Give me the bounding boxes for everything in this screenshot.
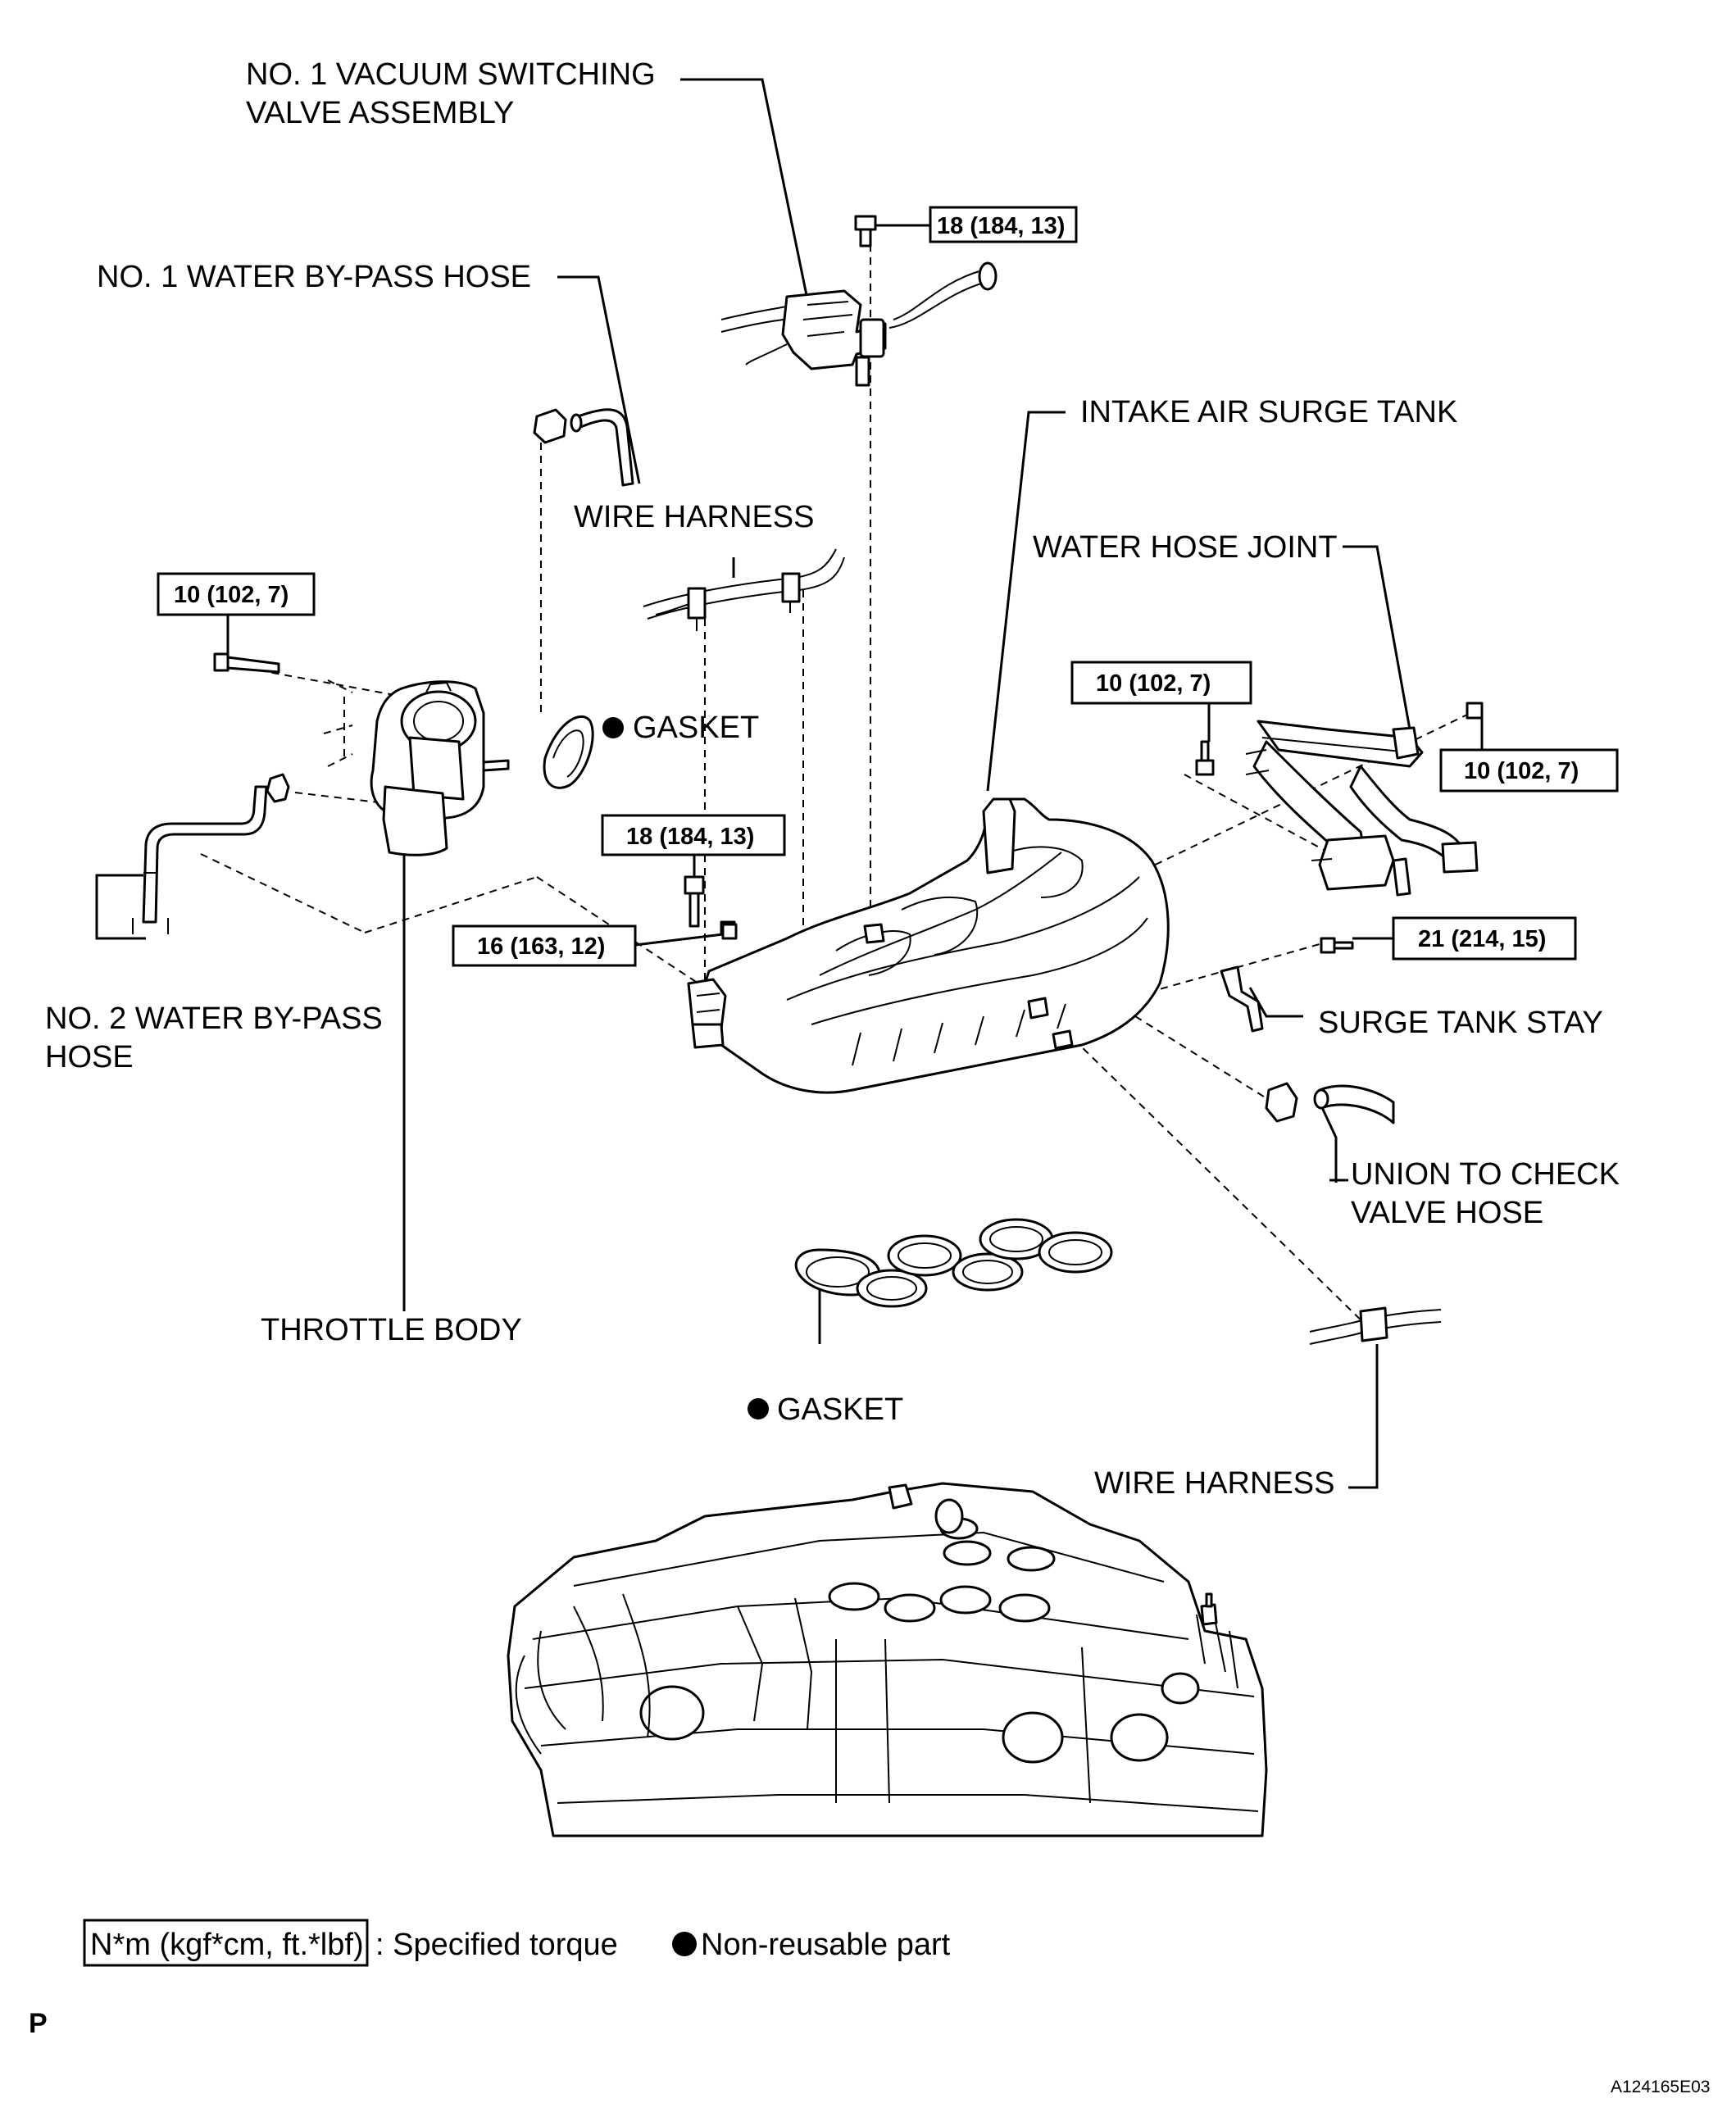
torque-box-joint-right [1439,748,1619,793]
surge-tank-stay [1220,937,1354,1033]
engine-locator-view [507,1482,1268,1837]
label-union-line1: UNION TO CHECK [1351,1157,1620,1192]
label-surge-tank-stay: SURGE TANK STAY [1318,1006,1603,1040]
union-to-check-valve-hose [1265,1082,1395,1124]
label-wire-harness-top: WIRE HARNESS [574,500,814,534]
intake-air-surge-tank [687,797,1170,1094]
label-water-bypass-hose-no2-line2: HOSE [45,1040,134,1074]
torque-box-surge-nut [452,924,637,967]
legend-nonreusable-dot [672,1932,697,1956]
surge-tank-fasteners [684,875,738,940]
torque-joint-bolt-left: 10 (102, 7) [1096,670,1211,697]
throttle-body [213,652,510,856]
label-union-line2: VALVE HOSE [1351,1196,1543,1230]
label-intake-air-surge-tank: INTAKE AIR SURGE TANK [1080,395,1457,429]
label-gasket-throttle: GASKET [633,711,759,745]
label-gasket-manifold: GASKET [777,1392,903,1427]
legend-nonreusable: Non-reusable part [701,1928,951,1962]
label-vsv-line1: NO. 1 VACUUM SWITCHING [246,57,656,92]
callout-labels: NO. 1 VACUUM SWITCHING VALVE ASSEMBLY NO… [45,57,1620,1501]
corner-letter: P [29,2008,48,2039]
label-water-bypass-hose-no1: NO. 1 WATER BY-PASS HOSE [97,260,531,294]
legend-torque-box [83,1919,369,1967]
torque-vsv-bolt: 18 (184, 13) [937,213,1065,239]
legend: N*m (kgf*cm, ft.*lbf) : Specified torque… [83,1919,951,1967]
torque-stay-bolt: 21 (214, 15) [1418,926,1546,952]
wire-harness-bottom [1309,1306,1442,1345]
label-throttle-body: THROTTLE BODY [261,1313,522,1347]
torque-callouts: 18 (184, 13) 10 (102, 7) 10 (102, 7) 10 … [157,206,1619,967]
torque-box-stay [1392,916,1577,961]
vacuum-switching-valve-assembly [720,215,998,387]
wire-harness-top [643,548,845,631]
torque-box-joint-left [1070,661,1252,705]
torque-surge-nut: 16 (163, 12) [477,933,605,960]
water-bypass-hose-no2 [132,773,290,934]
water-bypass-hose-no1 [533,408,634,487]
torque-box-vsv [929,206,1078,243]
legend-torque-desc: : Specified torque [375,1928,618,1962]
leader-lines [95,78,1411,1489]
throttle-body-gasket [543,715,624,789]
nonreusable-dot [748,1398,769,1419]
water-hose-joint [1195,702,1484,897]
label-water-bypass-hose-no2-line1: NO. 2 WATER BY-PASS [45,1002,383,1036]
label-vsv-line2: VALVE ASSEMBLY [246,96,514,130]
manifold-gasket [794,1218,1113,1308]
legend-torque-unit: N*m (kgf*cm, ft.*lbf) [90,1928,364,1962]
label-wire-harness-bottom: WIRE HARNESS [1094,1466,1334,1501]
torque-box-throttle [157,572,316,616]
torque-surge-bolt: 18 (184, 13) [626,824,754,850]
torque-throttle-bolt: 10 (102, 7) [174,582,289,608]
label-water-hose-joint: WATER HOSE JOINT [1033,530,1338,565]
torque-box-surge-bolt [601,814,786,856]
torque-joint-bolt-right: 10 (102, 7) [1464,758,1579,784]
figure-id: A124165E03 [1611,2078,1710,2096]
